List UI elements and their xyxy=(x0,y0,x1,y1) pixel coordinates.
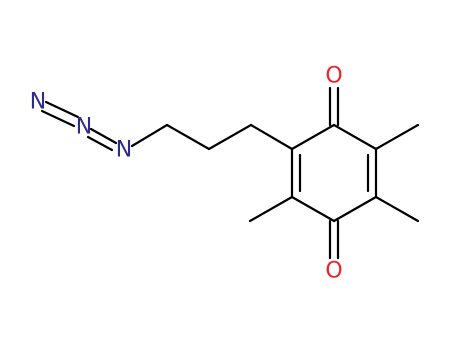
propyl-chain xyxy=(130,123,294,151)
methyl-bottom-left xyxy=(248,195,294,223)
methyl-top-right xyxy=(374,123,420,151)
ring-bond-c1-c2 xyxy=(290,123,336,151)
atom-o-bottom-label: O xyxy=(325,259,342,284)
bond-c2-c3 xyxy=(207,123,253,151)
bond-n1-n2-b xyxy=(40,109,76,128)
bond-n3-c1 xyxy=(130,123,169,148)
bond-n2-n3-b xyxy=(86,135,114,152)
ring-bond-c6-c1 xyxy=(332,123,378,151)
atom-n3-label: N xyxy=(116,138,132,163)
atom-n1-label: N xyxy=(30,90,46,115)
ring-bond-c3-c4 xyxy=(290,195,336,223)
atom-n2-label: N xyxy=(76,115,92,140)
quinone-ring xyxy=(290,123,378,223)
bond-c1-c2 xyxy=(165,123,211,151)
bond-n2-n3-a xyxy=(89,127,118,145)
methyl-bottom-right xyxy=(374,195,420,223)
atom-o-top-label: O xyxy=(325,64,342,89)
bond-n1-n2-a xyxy=(44,100,80,119)
bond-c3-ring xyxy=(249,123,294,151)
azide-bonds xyxy=(40,100,118,152)
atom-labels: N N N O O xyxy=(30,64,343,284)
carbonyl-bonds xyxy=(328,86,340,260)
ring-bond-c4-c5 xyxy=(332,195,378,223)
methyl-bonds xyxy=(248,123,420,223)
